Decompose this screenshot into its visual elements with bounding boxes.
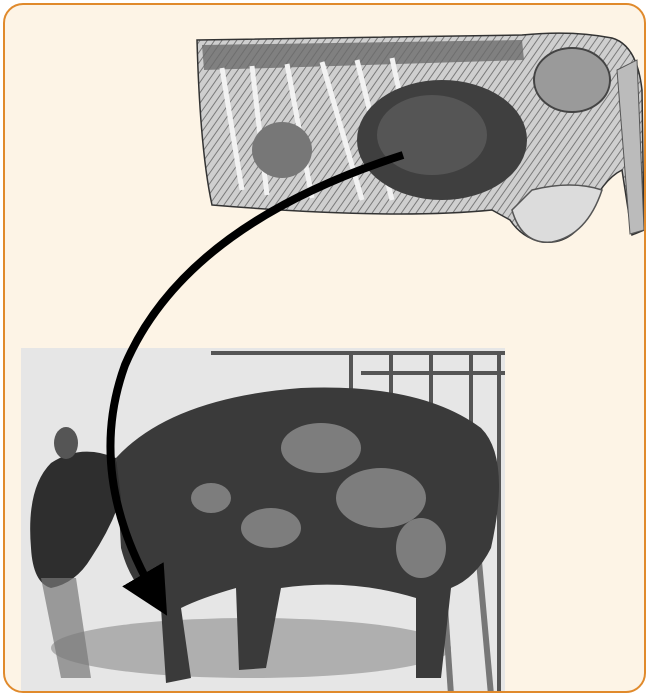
cow-photograph <box>21 348 505 693</box>
anatomy-illustration <box>192 30 646 248</box>
figure-frame <box>3 3 646 693</box>
